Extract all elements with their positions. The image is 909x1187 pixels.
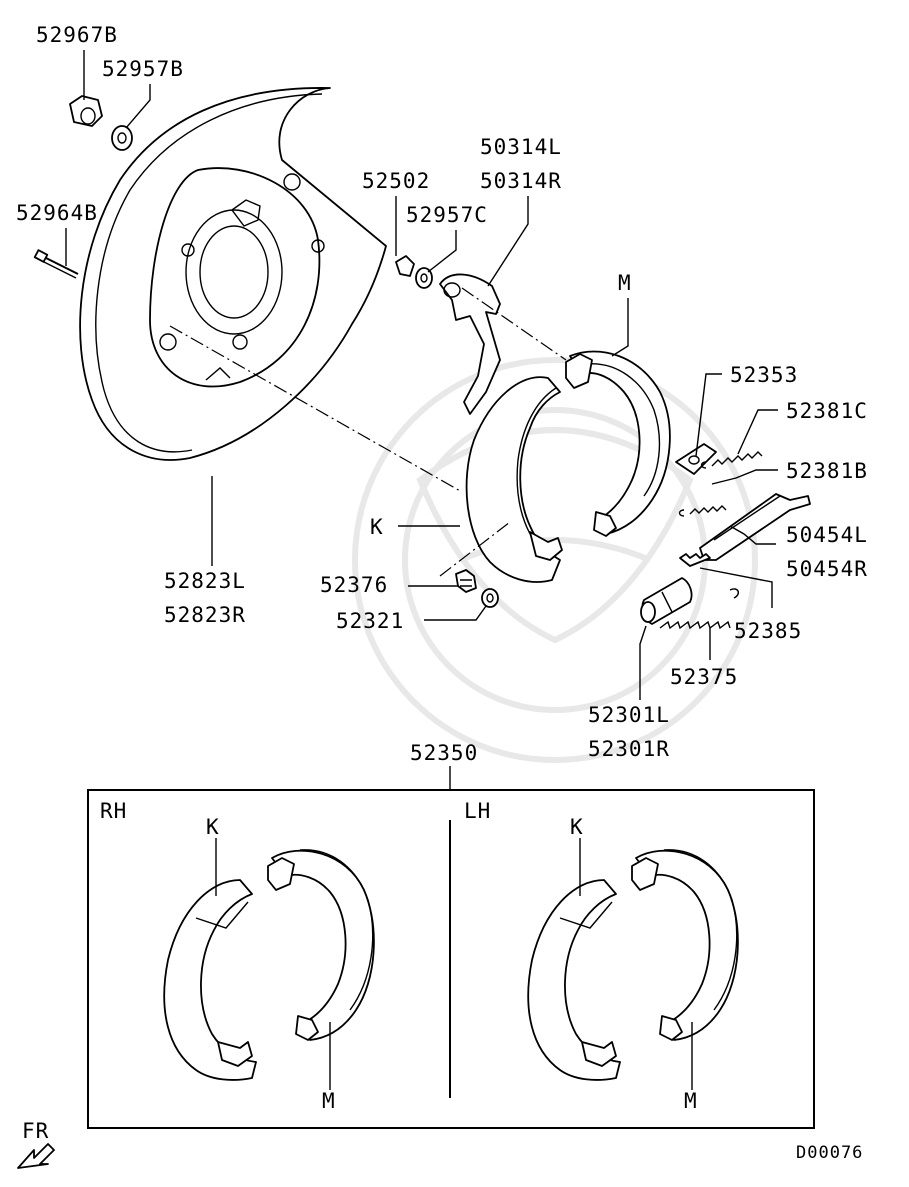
label-52381b: 52381B <box>786 459 868 483</box>
lh-k-label: K <box>570 815 584 839</box>
label-52376: 52376 <box>320 573 388 597</box>
label-52385: 52385 <box>734 619 802 643</box>
label-52350: 52350 <box>410 741 478 765</box>
diagram-id: D00076 <box>796 1143 863 1163</box>
spring-52381c <box>700 451 763 469</box>
label-52967b: 52967B <box>36 23 118 47</box>
nut <box>69 95 103 127</box>
label-50454r: 50454R <box>786 557 868 581</box>
spring-52381b <box>678 505 727 517</box>
lh-m-label: M <box>684 1089 698 1113</box>
pin-52502 <box>395 255 415 277</box>
cup-52321 <box>481 588 499 608</box>
label-52823r: 52823R <box>164 603 246 627</box>
label-52957c: 52957C <box>406 203 488 227</box>
bolt <box>33 249 79 279</box>
label-52823l: 52823L <box>164 569 246 593</box>
label-52381c: 52381C <box>786 399 868 423</box>
rh-m-label: M <box>322 1089 336 1113</box>
label-52502: 52502 <box>362 169 430 193</box>
label-50454l: 50454L <box>786 523 868 547</box>
strut-50454 <box>699 493 811 561</box>
spring-52385 <box>679 553 711 567</box>
shoe-kit-box: RH LH K M K <box>87 789 815 1129</box>
adjuster-52301 <box>640 577 693 625</box>
lh-shoe-m <box>631 849 739 1041</box>
label-m-top: M <box>618 271 632 295</box>
front-direction-indicator: FR <box>17 1119 55 1169</box>
rh-shoe-k <box>163 879 257 1081</box>
brake-shoe-m <box>565 350 671 537</box>
label-52375: 52375 <box>670 665 738 689</box>
rh-shoe-m <box>267 849 375 1041</box>
brake-shoe-k <box>465 376 563 583</box>
label-50314r: 50314R <box>480 169 562 193</box>
arrow-down-left-icon <box>17 1143 55 1169</box>
fr-label: FR <box>22 1119 49 1143</box>
lh-shoe-k <box>527 879 621 1081</box>
part-labels: 52967B 52957B 52964B 52823L 52823R 52502… <box>16 23 868 765</box>
label-52353: 52353 <box>730 363 798 387</box>
washer <box>111 125 133 151</box>
backing-plate <box>79 87 387 461</box>
parking-lever <box>439 273 501 415</box>
rh-label: RH <box>100 799 127 823</box>
label-52301r: 52301R <box>588 737 670 761</box>
plate-52353 <box>675 443 717 475</box>
label-k-top: K <box>370 515 384 539</box>
lh-label: LH <box>464 799 491 823</box>
label-52301l: 52301L <box>588 703 670 727</box>
label-52957b: 52957B <box>102 57 184 81</box>
rh-k-label: K <box>206 815 220 839</box>
label-52964b: 52964B <box>16 201 98 225</box>
label-52321: 52321 <box>336 609 404 633</box>
label-50314l: 50314L <box>480 135 562 159</box>
washer-52957c <box>415 267 433 289</box>
spring-52375 <box>659 588 740 630</box>
leader-lines <box>65 50 778 790</box>
assembly-lines <box>169 287 567 577</box>
